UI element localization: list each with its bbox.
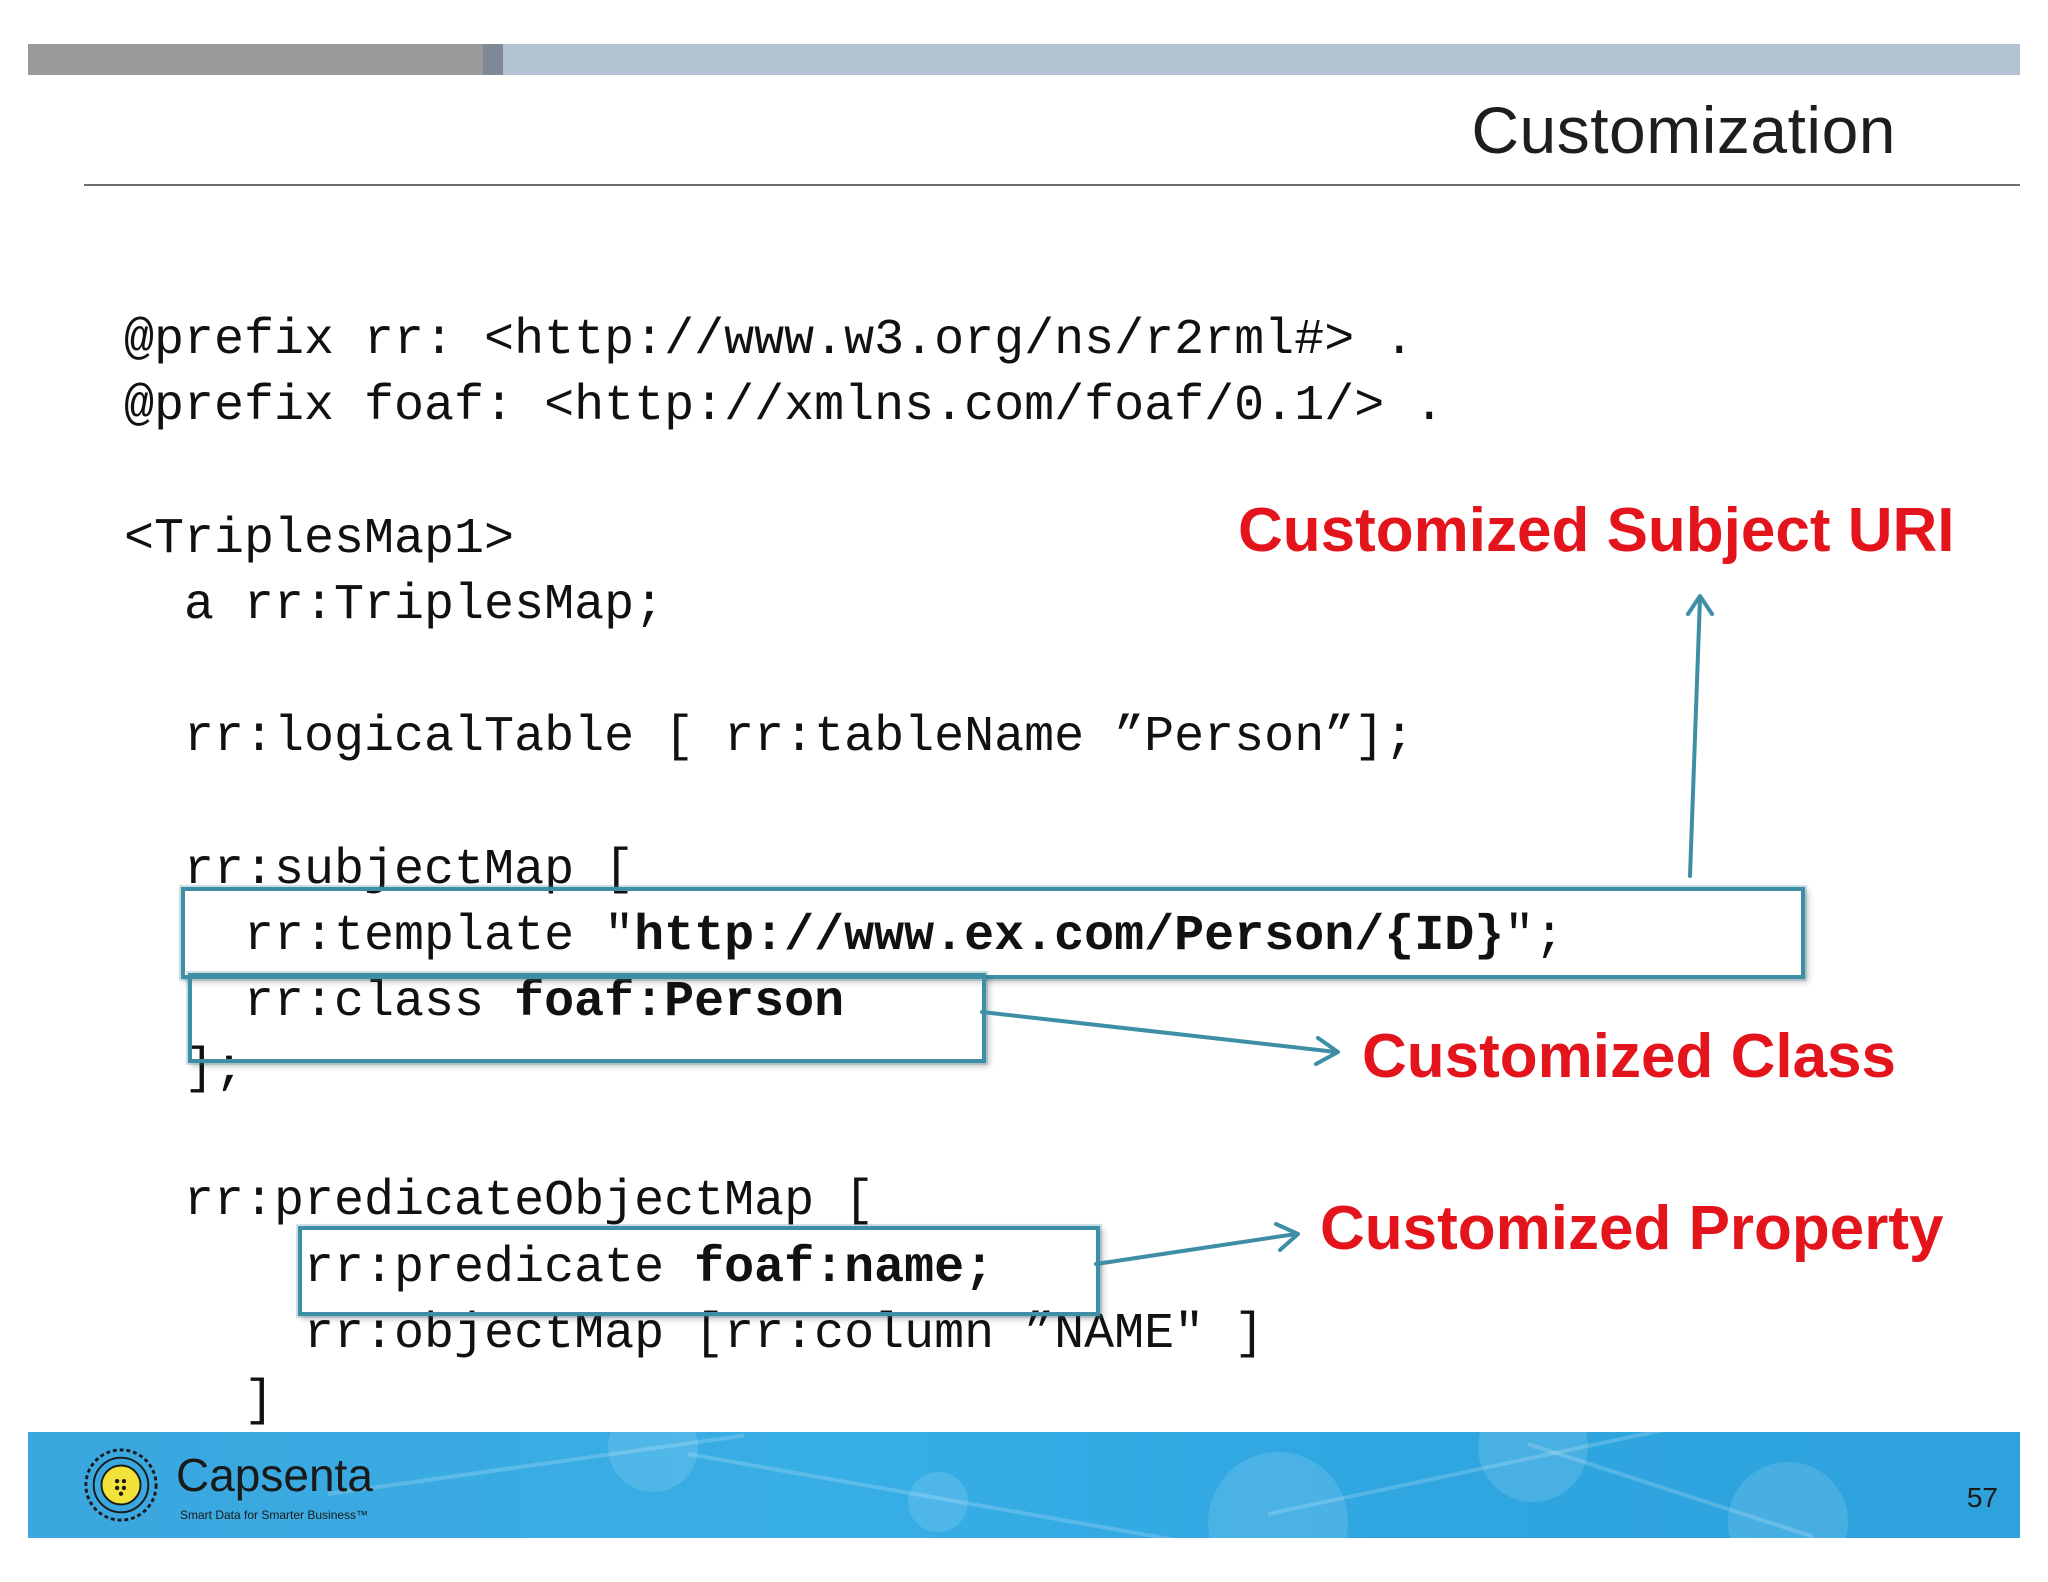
arrow-property-head	[1274, 1222, 1300, 1252]
code-line-type: a rr:TriplesMap;	[124, 577, 665, 634]
code-line-predicate: rr:predicate foaf:name;	[124, 1244, 994, 1294]
code-line-object-map: rr:objectMap [rr:column ”NAME" ]	[124, 1306, 1265, 1363]
footer-deco-node	[1208, 1452, 1348, 1538]
header-bar-light	[503, 44, 2020, 75]
arrow-class-head	[1314, 1036, 1340, 1066]
arrow-class	[980, 1010, 1338, 1054]
callout-class: Customized Class	[1362, 1022, 1897, 1091]
arrow-property	[1094, 1232, 1298, 1266]
code-line-prefix-rr: @prefix rr: <http://www.w3.org/ns/r2rml#…	[124, 312, 1415, 369]
template-highlight-box	[181, 887, 1805, 979]
capsenta-logo-icon	[84, 1448, 158, 1522]
predicate-prefix: rr:predicate	[124, 1240, 695, 1297]
header-bar-dark	[28, 44, 483, 75]
footer-banner: Capsenta Smart Data for Smarter Business…	[28, 1432, 2020, 1538]
code-line-pom-end: ]	[124, 1373, 275, 1430]
class-prefix: rr:class	[124, 974, 515, 1031]
callout-subject-uri: Customized Subject URI	[1238, 496, 1955, 565]
template-prefix: rr:template "	[124, 908, 635, 965]
predicate-highlight-box	[298, 1226, 1100, 1316]
title-divider	[84, 184, 2020, 186]
predicate-value: foaf:name;	[694, 1240, 995, 1297]
template-suffix: ";	[1504, 908, 1565, 965]
callout-property: Customized Property	[1320, 1194, 1944, 1263]
code-line-predicate-object-map: rr:predicateObjectMap [	[124, 1173, 875, 1230]
code-line-template: rr:template "http://www.ex.com/Person/{I…	[124, 912, 1564, 962]
class-highlight-box	[188, 973, 986, 1063]
class-value: foaf:Person	[514, 974, 845, 1031]
code-line-prefix-foaf: @prefix foaf: <http://xmlns.com/foaf/0.1…	[124, 378, 1445, 435]
header-bar-accent	[483, 44, 503, 75]
arrow-subject-uri	[1688, 596, 1702, 878]
code-line-subject-end: ];	[124, 1041, 245, 1098]
code-line-logical-table: rr:logicalTable [ rr:tableName ”Person”]…	[124, 709, 1415, 766]
page-number: 57	[1966, 1482, 1998, 1513]
capsenta-logo-text: Capsenta	[176, 1449, 373, 1501]
template-uri: http://www.ex.com/Person/{ID}	[634, 908, 1505, 965]
footer-deco-node	[908, 1472, 968, 1532]
arrow-subject-uri-head	[1686, 594, 1714, 616]
slide-title: Customization	[1471, 93, 1896, 167]
code-line-class: rr:class foaf:Person	[124, 978, 844, 1028]
code-line-triplesmap: <TriplesMap1>	[124, 511, 515, 568]
capsenta-tagline: Smart Data for Smarter Business™	[180, 1508, 369, 1522]
